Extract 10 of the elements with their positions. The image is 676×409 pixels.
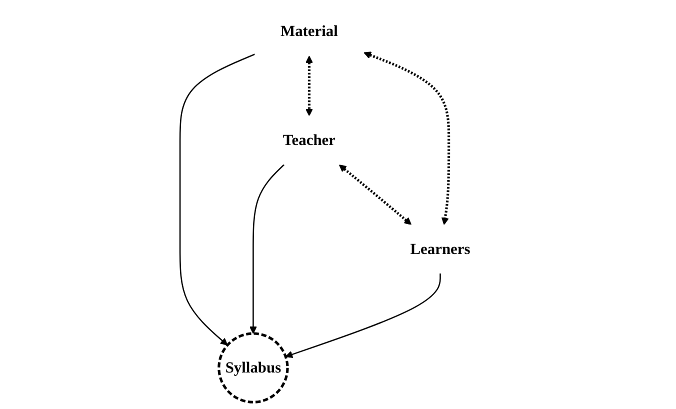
node-circle: Syllabus (218, 332, 289, 404)
node-text: Material (280, 22, 338, 40)
arrow (338, 164, 412, 225)
node-text: Teacher (282, 131, 336, 148)
node-text: Learners (410, 240, 470, 258)
arrow (364, 52, 450, 225)
arrow (305, 56, 313, 116)
arrow (285, 274, 441, 358)
arrow (179, 54, 256, 346)
arrow (249, 164, 285, 334)
